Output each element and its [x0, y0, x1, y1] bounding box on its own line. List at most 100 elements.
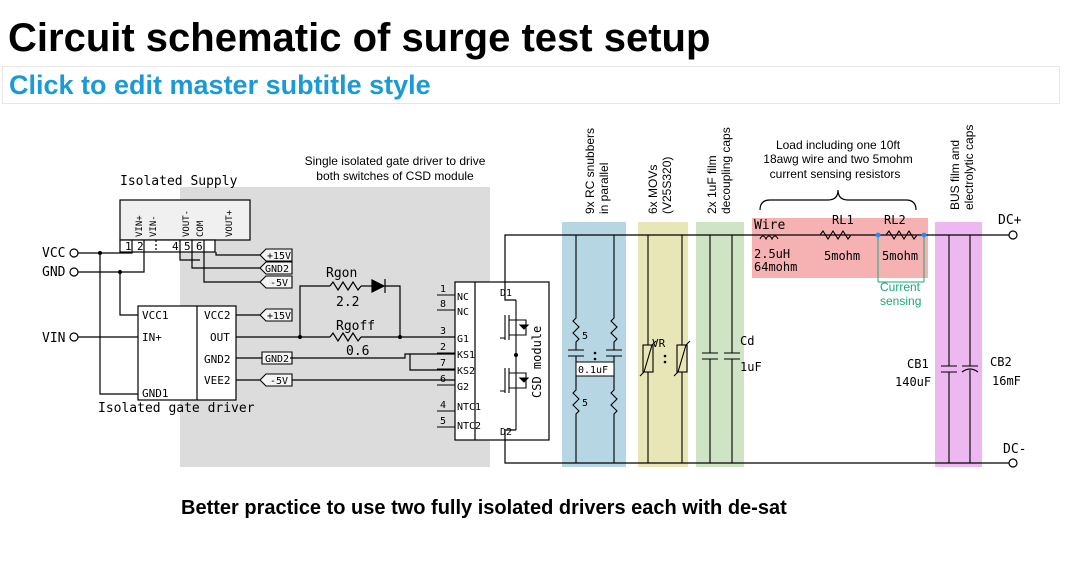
supply-pin-num-2: 2	[137, 240, 144, 253]
snubber-r-label-bottom: 5	[582, 398, 588, 409]
movs-line2: (V25S320)	[660, 157, 674, 214]
rgoff-value: 0.6	[346, 344, 369, 359]
load-line1: Load including one 10ft	[776, 138, 901, 152]
cb2-value: 16mF	[992, 374, 1021, 388]
dc-minus-label: DC-	[1003, 442, 1026, 457]
csd-pin-num-2: 2	[440, 342, 446, 353]
subtitle-text: Click to edit master subtitle style	[9, 70, 431, 100]
snubber-cap-label-box	[575, 361, 615, 377]
rl1-resistor	[819, 229, 852, 241]
rc-snubber-labels: 5 5	[582, 331, 588, 409]
load-region	[752, 218, 928, 278]
rl2-value: 5mohm	[882, 249, 918, 263]
rc-snubber-band	[562, 222, 626, 467]
tag-p15-drv: +15V	[267, 311, 291, 322]
dc-bus-lines	[504, 234, 1010, 464]
dc-terminal-labels: DC+ DC-	[998, 213, 1026, 457]
csd-pin-num-6: 6	[440, 374, 446, 385]
subtitle-placeholder[interactable]: Click to edit master subtitle style	[2, 66, 1060, 104]
movs	[639, 235, 691, 463]
rl2-resistor	[885, 229, 918, 241]
isolated-supply	[119, 199, 251, 253]
csd-pin-nc-2: NC	[457, 307, 469, 318]
film-cap-labels: Cd 1uF	[740, 334, 762, 374]
supply-rail-tags	[259, 248, 293, 289]
supply-pin-vin-minus: VIN-	[149, 215, 159, 237]
csd-pin-g2: G2	[457, 382, 469, 393]
wire-resistance: 64mohm	[754, 260, 797, 274]
driver-note-line2: both switches of CSD module	[316, 169, 474, 183]
rgon-label: Rgon	[326, 266, 357, 281]
rc-snubber-dots	[593, 351, 597, 361]
csd-pin-num-7: 7	[440, 358, 446, 369]
current-sensing-line1: Current	[880, 280, 921, 294]
input-terminal-labels: VCC GND VIN	[42, 246, 66, 346]
dc-minus-terminal[interactable]	[1008, 458, 1018, 468]
slide-title: Circuit schematic of surge test setup	[8, 16, 711, 60]
surge-test-schematic: Single isolated gate driver to drive bot…	[42, 125, 1026, 468]
mov-dots	[663, 354, 667, 364]
vin-label: VIN	[42, 331, 65, 346]
film-caps-line2: decoupling caps	[719, 127, 733, 214]
gnd-label: GND	[42, 265, 66, 280]
input-terminals	[69, 248, 79, 342]
csd-pin-num-5: 5	[440, 416, 446, 427]
tag-m5-drv: -5V	[270, 376, 288, 387]
vcc-label: VCC	[42, 246, 65, 261]
rgon-value: 2.2	[336, 295, 359, 310]
csd-d1-label: D1	[500, 288, 512, 299]
driver-note-line1: Single isolated gate driver to drive	[305, 154, 486, 168]
csd-pin-ks2: KS2	[457, 366, 475, 377]
rl2-label: RL2	[884, 213, 906, 227]
supply-pin-vout-minus: VOUT-	[182, 210, 192, 237]
tag-gnd2-drv: GND2	[265, 354, 289, 365]
drv-pin-out: OUT	[210, 331, 230, 344]
cb1-label: CB1	[907, 357, 929, 371]
rgoff-label: Rgoff	[336, 319, 375, 334]
csd-nodes	[514, 353, 518, 357]
bus-caps	[941, 235, 979, 463]
isolated-supply-label: Isolated Supply	[120, 174, 238, 189]
load-brace	[759, 189, 917, 211]
drv-pin-vee2: VEE2	[204, 374, 231, 387]
driver-rail-tag-labels: +15V GND2 -5V	[265, 311, 291, 387]
snubber-c-label: 0.1uF	[578, 365, 608, 376]
csd-module-label: CSD module	[530, 326, 544, 398]
cb1-value: 140uF	[895, 375, 931, 389]
drv-pin-gnd2: GND2	[204, 353, 231, 366]
film-caps-line1: 2x 1uF film	[705, 155, 719, 214]
csd-pin-g1: G1	[457, 334, 469, 345]
csd-pin-ticks	[437, 294, 455, 428]
rl1-value: 5mohm	[824, 249, 860, 263]
csd-pin-ntc2: NTC2	[457, 421, 481, 432]
gate-driver-box	[137, 305, 237, 401]
wire-inductor	[759, 235, 779, 241]
rc-snubbers-line1: 9x RC snubbers	[583, 128, 597, 214]
gate-driver-labels: VCC1 IN+ GND1 VCC2 OUT GND2 VEE2 Isolate…	[98, 309, 255, 416]
csd-module-box	[454, 281, 550, 441]
current-sense-nodes	[875, 232, 927, 238]
background-regions	[180, 187, 982, 467]
rl1-label: RL1	[832, 213, 854, 227]
annotations: Single isolated gate driver to drive bot…	[305, 125, 976, 308]
csd-d2-label: D2	[500, 427, 512, 438]
supply-pin-num-1: 1	[125, 240, 132, 253]
dc-terminals	[1008, 230, 1018, 468]
load-elements	[759, 229, 918, 241]
load-labels: Wire 2.5uH 64mohm RL1 5mohm RL2 5mohm	[754, 213, 918, 274]
load-line3: current sensing resistors	[770, 167, 901, 181]
film-decoupling-caps	[702, 235, 740, 463]
footnote: Better practice to use two fully isolate…	[181, 497, 787, 519]
csd-pin-num-3: 3	[440, 326, 446, 337]
csd-pin-nc-1: NC	[457, 292, 469, 303]
csd-pin-ks1: KS1	[457, 350, 475, 361]
input-wiring	[78, 252, 260, 395]
snubber-r-label-top: 5	[582, 331, 588, 342]
tag-p15-top: +15V	[267, 251, 291, 262]
input-wiring-nodes	[98, 251, 122, 274]
dc-plus-terminal[interactable]	[1008, 230, 1018, 240]
csd-pin-num-4: 4	[440, 400, 446, 411]
supply-pin-num-4: 4	[172, 240, 179, 253]
dc-plus-label: DC+	[998, 213, 1022, 228]
csd-pin-num-8: 8	[440, 299, 446, 310]
